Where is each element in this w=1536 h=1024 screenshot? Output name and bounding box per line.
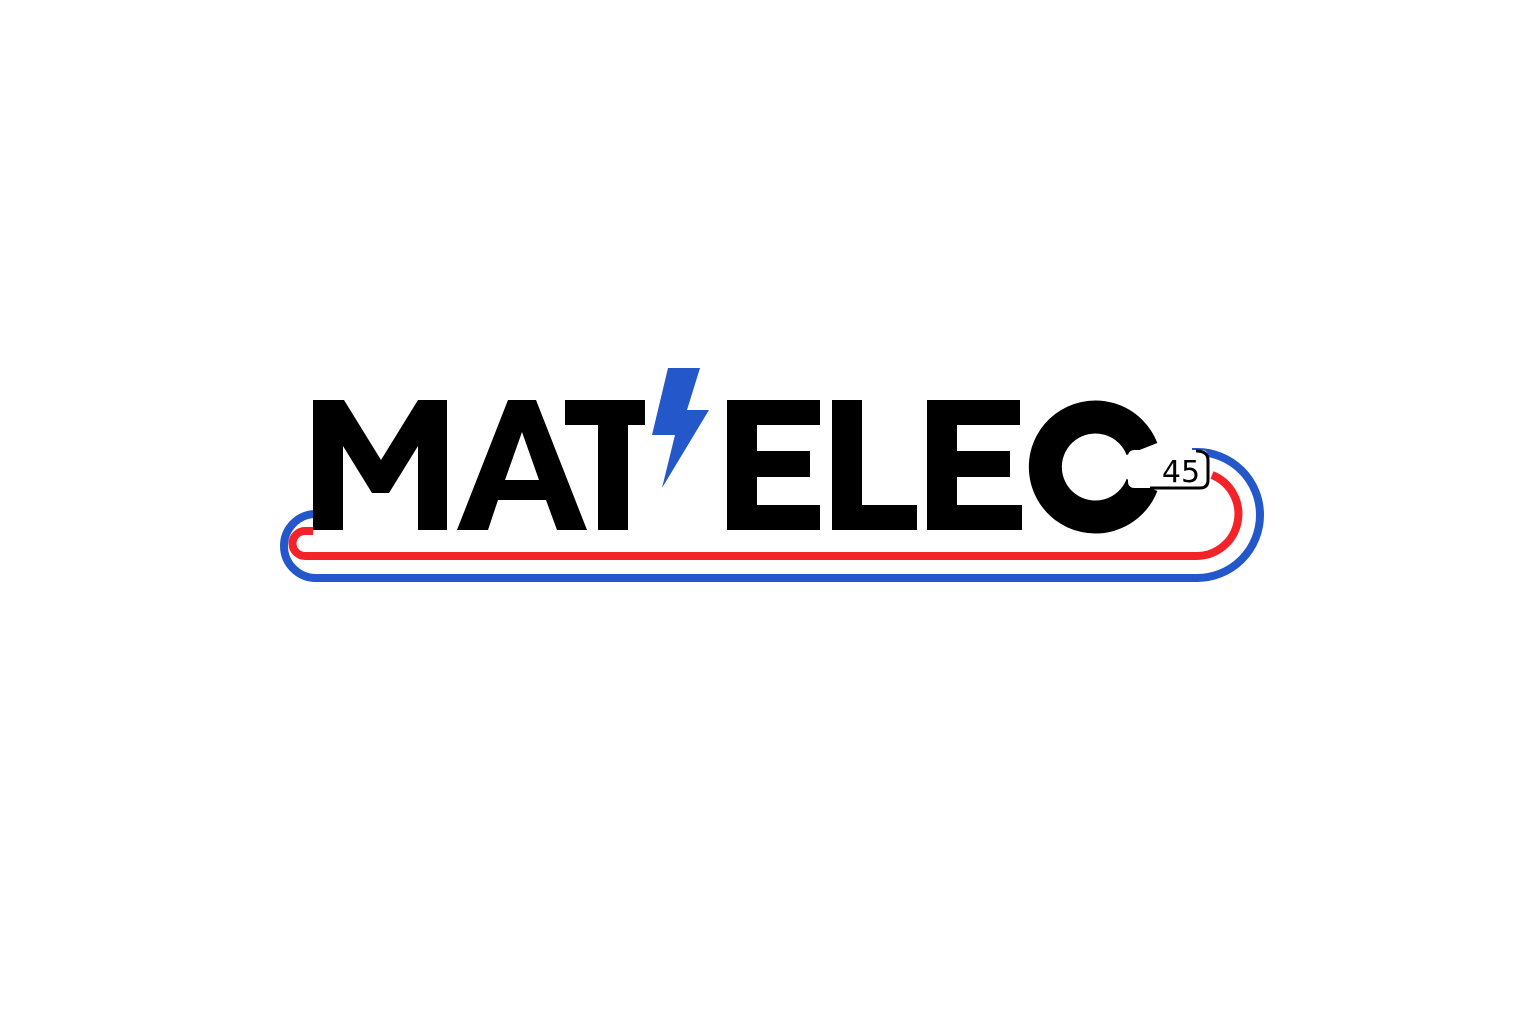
letter-c xyxy=(1028,400,1158,534)
region-number: 45 xyxy=(1162,455,1200,490)
letter-e xyxy=(727,400,820,530)
letter-a xyxy=(457,400,587,530)
lightning-bolt-icon xyxy=(652,368,709,488)
region-tag: 45 xyxy=(1128,449,1210,490)
letter-t xyxy=(565,400,645,530)
blue-wire xyxy=(280,448,1264,582)
red-wire xyxy=(288,471,1243,561)
letter-e-2 xyxy=(927,400,1022,530)
letter-l xyxy=(832,400,917,530)
letter-m xyxy=(313,400,447,530)
brand-wordmark xyxy=(313,400,1158,534)
